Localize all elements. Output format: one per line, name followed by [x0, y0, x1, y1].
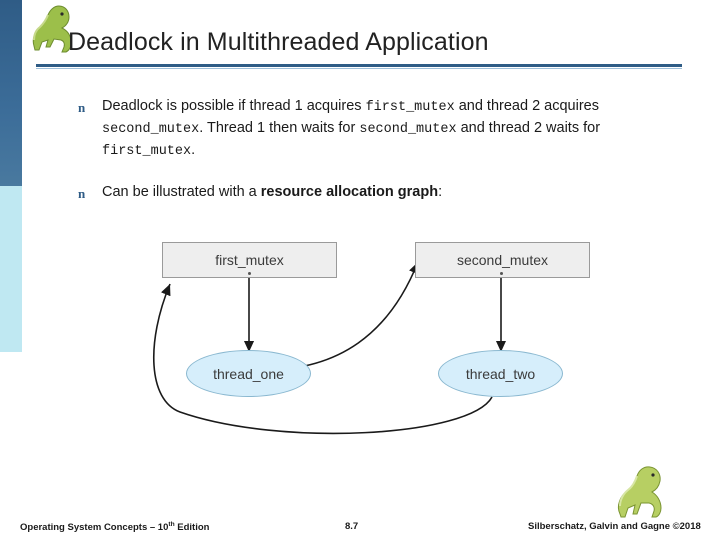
list-item: n Can be illustrated with a resource all…: [78, 182, 678, 203]
node-thread-two: thread_two: [438, 350, 563, 397]
bullet-marker: n: [78, 186, 86, 201]
page-title: Deadlock in Multithreaded Application: [68, 28, 489, 56]
footer-page-number: 8.7: [345, 521, 359, 532]
title-underline: [36, 64, 682, 67]
edge-thread-two-to-first-mutex: [152, 283, 493, 435]
dinosaur-logo-icon: [32, 5, 72, 53]
bullet-text-1: Deadlock is possible if thread 1 acquire…: [102, 98, 601, 159]
node-thread-one: thread_one: [186, 350, 311, 397]
title-underline-light: [36, 68, 682, 69]
left-decor-bar-cyan: [0, 186, 22, 352]
bullet-text-2: Can be illustrated with a resource alloc…: [102, 184, 443, 200]
node-first-mutex: first_mutex: [162, 242, 337, 278]
left-decor-bar-white: [0, 352, 22, 540]
footer-right: Silberschatz, Galvin and Gagne ©2018: [528, 521, 701, 532]
resource-allocation-graph: first_mutex second_mutex thread_one thre…: [140, 222, 610, 452]
list-item: n Deadlock is possible if thread 1 acqui…: [78, 96, 678, 162]
node-dot-second-mutex: [500, 272, 503, 275]
node-dot-first-mutex: [248, 272, 251, 275]
dinosaur-logo-bottom-icon: [617, 466, 662, 518]
bullet-list: n Deadlock is possible if thread 1 acqui…: [78, 96, 678, 223]
bullet-marker: n: [78, 100, 86, 115]
footer-left: Operating System Concepts – 10th Edition: [20, 521, 210, 534]
left-decor-bar-dark: [0, 0, 22, 186]
